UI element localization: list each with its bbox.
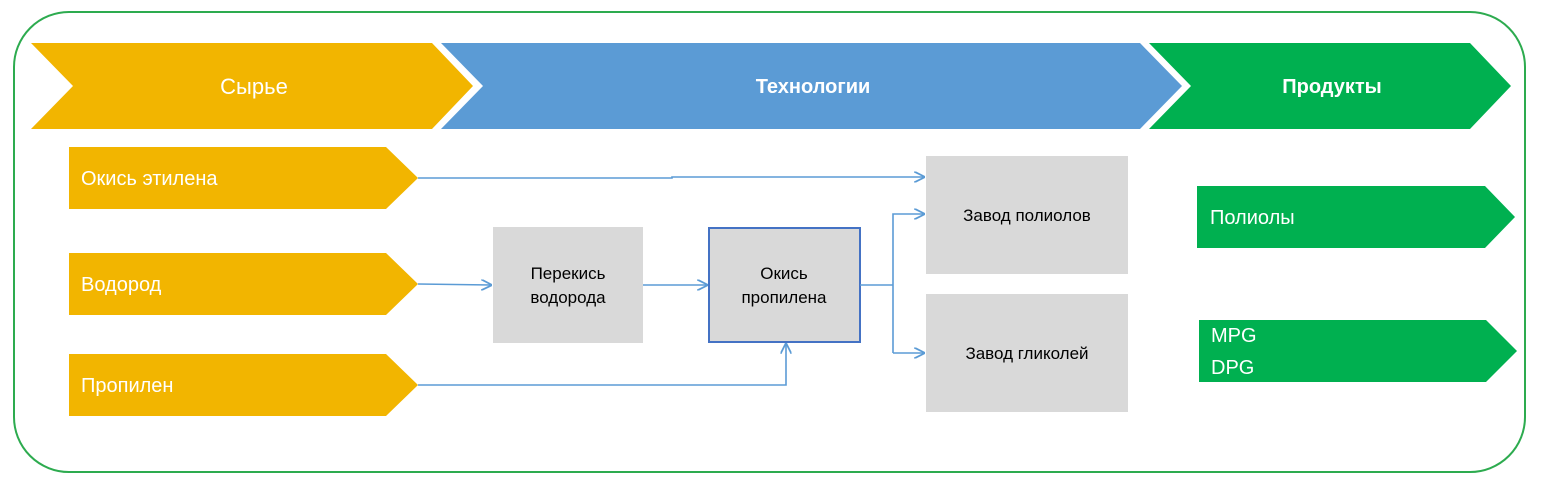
diagram-frame [13,11,1526,473]
product-dpg-label: DPG [1211,357,1254,379]
header-products-label: Продукты [1282,76,1382,98]
glycol-plant-label: Завод гликолей [965,344,1088,363]
peroxide-label-line2: водорода [530,288,606,307]
arrow-propylene-oxide-to-polyol-plant [892,214,924,353]
propylene-oxide-label-line2: пропилена [741,288,827,307]
raw-hydrogen: Водород [69,253,418,315]
arrow-hydrogen-to-peroxide [417,284,491,285]
peroxide-box: Перекись водорода [493,227,643,343]
product-glycols: MPG DPG [1199,320,1517,382]
product-mpg-label: MPG [1211,325,1257,347]
glycol-plant-box: Завод гликолей [926,294,1128,412]
arrow-propylene-to-propylene-oxide [418,344,786,386]
arrow-ethylene-oxide-to-polyol-plant [418,177,924,178]
raw-hydrogen-label: Водород [81,274,162,296]
header-raw-label: Сырье [220,74,288,99]
header-tech-chevron: Технологии [441,43,1182,129]
product-polyols-label: Полиолы [1210,207,1295,229]
polyol-plant-box: Завод полиолов [926,156,1128,274]
raw-propylene-label: Пропилен [81,375,173,397]
propylene-oxide-box: Окись пропилена [708,227,861,343]
product-polyols: Полиолы [1197,186,1515,248]
raw-propylene: Пропилен [69,354,418,416]
header-tech-label: Технологии [756,76,871,98]
raw-ethylene-oxide: Окись этилена [69,147,418,209]
header-products-chevron: Продукты [1149,43,1511,129]
header-raw-chevron: Сырье [31,43,473,129]
polyol-plant-label: Завод полиолов [963,206,1091,225]
propylene-oxide-label-line1: Окись [760,264,808,283]
raw-ethylene-oxide-label: Окись этилена [81,168,218,190]
peroxide-label-line1: Перекись [531,264,606,283]
